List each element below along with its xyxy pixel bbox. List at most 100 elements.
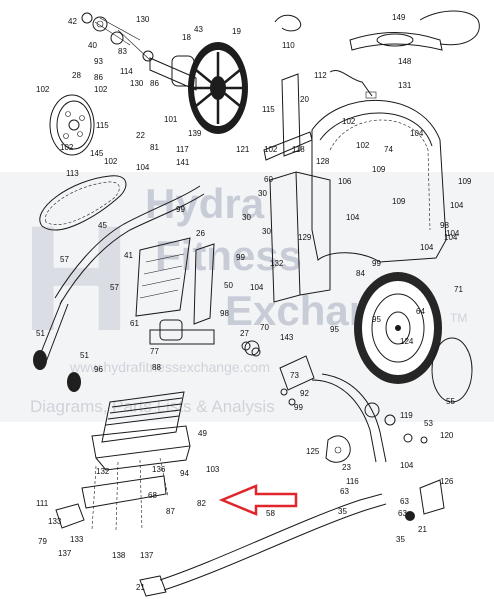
part-label-102: 102 (356, 141, 370, 150)
part-label-133: 133 (48, 517, 62, 526)
part-label-145: 145 (90, 149, 104, 158)
part-label-115: 115 (96, 121, 109, 130)
part-label-83: 83 (118, 47, 127, 56)
part-label-79: 79 (38, 537, 47, 546)
base-rail (139, 493, 387, 597)
part-label-104: 104 (420, 243, 434, 252)
part-label-63: 63 (398, 509, 407, 518)
part-label-21: 21 (136, 583, 145, 592)
rear-stabilizer (405, 479, 445, 521)
part-label-141: 141 (176, 158, 190, 167)
part-label-112: 112 (314, 71, 327, 80)
part-label-139: 139 (188, 129, 202, 138)
part-label-128: 128 (316, 157, 330, 166)
part-label-133: 133 (70, 535, 84, 544)
part-label-104: 104 (446, 229, 460, 238)
pedal (101, 391, 185, 443)
part-label-110: 110 (282, 41, 295, 50)
part-label-104: 104 (250, 283, 264, 292)
part-label-104: 104 (136, 163, 150, 172)
part-label-131: 131 (398, 81, 412, 90)
part-label-77: 77 (150, 347, 159, 356)
part-label-55: 55 (446, 397, 455, 406)
part-label-109: 109 (392, 197, 406, 206)
watermark-url: www.hydrafitnessexchange.com (69, 359, 270, 375)
pedal-frame (81, 457, 169, 531)
part-label-104: 104 (346, 213, 360, 222)
part-label-57: 57 (110, 283, 119, 292)
part-label-95: 95 (372, 315, 381, 324)
part-label-103: 103 (206, 465, 220, 474)
part-label-96: 96 (94, 365, 103, 374)
drive-belt (39, 175, 127, 231)
part-label-102: 102 (342, 117, 356, 126)
part-label-63: 63 (340, 487, 349, 496)
callout-part-number: 82 (197, 499, 206, 508)
part-label-104: 104 (444, 233, 458, 242)
hardware-stack-center (241, 341, 296, 406)
part-label-130: 130 (136, 15, 150, 24)
part-label-113: 113 (66, 169, 79, 178)
right-shroud (311, 100, 447, 263)
part-label-18: 18 (182, 33, 191, 42)
part-label-71: 71 (454, 285, 463, 294)
part-label-99: 99 (372, 259, 381, 268)
part-label-23: 23 (342, 463, 351, 472)
part-label-21: 21 (418, 525, 427, 534)
part-label-104: 104 (450, 201, 464, 210)
part-label-148: 148 (398, 57, 412, 66)
part-label-70: 70 (260, 323, 269, 332)
part-label-102: 102 (104, 157, 118, 166)
part-label-43: 43 (194, 25, 203, 34)
part-label-26: 26 (196, 229, 205, 238)
part-label-118: 118 (292, 145, 305, 154)
watermark-brand-line2: Fitness (155, 232, 302, 279)
part-label-138: 138 (112, 551, 126, 560)
part-label-58: 58 (266, 509, 275, 518)
part-label-61: 61 (130, 319, 139, 328)
part-label-63: 63 (400, 497, 409, 506)
foot-pad (55, 503, 85, 529)
part-label-132: 132 (96, 467, 110, 476)
pedal-base (91, 425, 191, 471)
part-label-40: 40 (88, 41, 97, 50)
part-label-102: 102 (60, 143, 74, 152)
part-label-124: 124 (400, 337, 414, 346)
part-label-104: 104 (410, 129, 424, 138)
part-label-60: 60 (264, 175, 273, 184)
part-label-137: 137 (140, 551, 154, 560)
part-label-51: 51 (80, 351, 89, 360)
part-label-102: 102 (264, 145, 278, 154)
part-label-68: 68 (148, 491, 157, 500)
part-label-35: 35 (396, 535, 405, 544)
part-label-51: 51 (36, 329, 45, 338)
part-label-119: 119 (400, 411, 413, 420)
part-label-114: 114 (120, 67, 133, 76)
part-label-137: 137 (58, 549, 72, 558)
left-wheel (49, 94, 95, 156)
part-label-132: 132 (270, 259, 284, 268)
part-label-35: 35 (338, 507, 347, 516)
part-label-30: 30 (262, 227, 271, 236)
left-handlebar (37, 185, 205, 363)
part-label-30: 30 (258, 189, 267, 198)
part-label-45: 45 (98, 221, 107, 230)
part-label-102: 102 (36, 85, 50, 94)
part-label-42: 42 (68, 17, 77, 26)
chest-strap (349, 10, 480, 51)
part-label-94: 94 (180, 469, 189, 478)
part-label-130: 130 (130, 79, 144, 88)
callout-arrow-82: 82 (197, 484, 298, 516)
part-label-129: 129 (298, 233, 312, 242)
power-cord (274, 14, 377, 99)
part-label-109: 109 (458, 177, 472, 186)
part-label-101: 101 (164, 115, 178, 124)
part-label-81: 81 (150, 143, 159, 152)
part-label-49: 49 (198, 429, 207, 438)
part-label-93: 93 (94, 57, 103, 66)
belt-ring (431, 337, 473, 403)
part-label-28: 28 (72, 71, 81, 80)
